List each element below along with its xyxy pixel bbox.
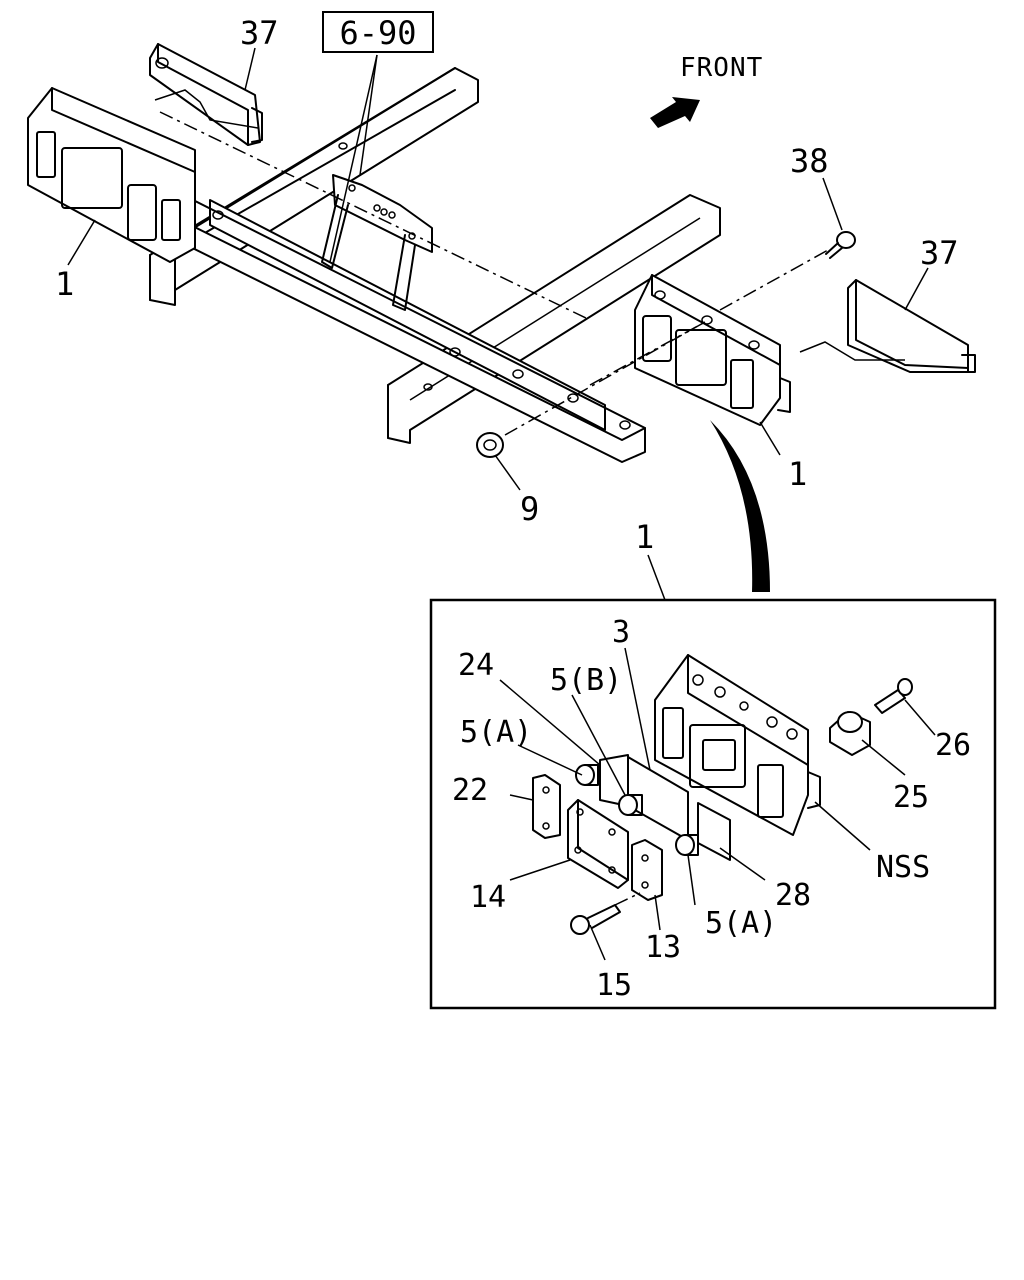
front-label: FRONT (680, 53, 763, 83)
callout-15: 15 (596, 968, 632, 1003)
callout-26: 26 (935, 728, 971, 763)
callout-25: 25 (893, 780, 929, 815)
callout-5a-upper: 5(A) (460, 715, 532, 750)
reference-box (322, 11, 434, 53)
reference-box-label: 6-90 (339, 14, 416, 52)
ecu-right (634, 274, 791, 426)
callout-14: 14 (470, 880, 506, 915)
callout-1-left: 1 (55, 265, 74, 303)
callout-1-detail: 1 (635, 518, 654, 556)
callout-nss: NSS (876, 850, 930, 885)
center-bracket (321, 174, 433, 311)
callout-37-right: 37 (920, 234, 959, 272)
callout-28: 28 (775, 878, 811, 913)
callout-9: 9 (520, 490, 539, 528)
bracket-37-right (799, 279, 976, 373)
chassis-frame (59, 67, 721, 463)
callout-22: 22 (452, 773, 488, 808)
bracket-37-top-left (149, 43, 263, 146)
detail-box (429, 598, 997, 1010)
callout-3: 3 (612, 615, 630, 650)
callout-5b: 5(B) (550, 663, 622, 698)
callout-37-top-left: 37 (240, 14, 279, 52)
detail-pointer-arrow-icon (710, 420, 770, 592)
leader-lines (67, 47, 936, 961)
detail-parts (532, 654, 913, 935)
bolt-38 (825, 231, 856, 259)
callout-38: 38 (790, 142, 829, 180)
callout-24: 24 (458, 648, 494, 683)
callout-1-right: 1 (788, 455, 807, 493)
nut-9 (476, 432, 504, 458)
centerlines (159, 111, 829, 436)
callout-13: 13 (645, 930, 681, 965)
ecu-left (27, 87, 196, 263)
front-arrow-icon (650, 97, 700, 128)
callout-5a-lower: 5(A) (705, 906, 777, 941)
